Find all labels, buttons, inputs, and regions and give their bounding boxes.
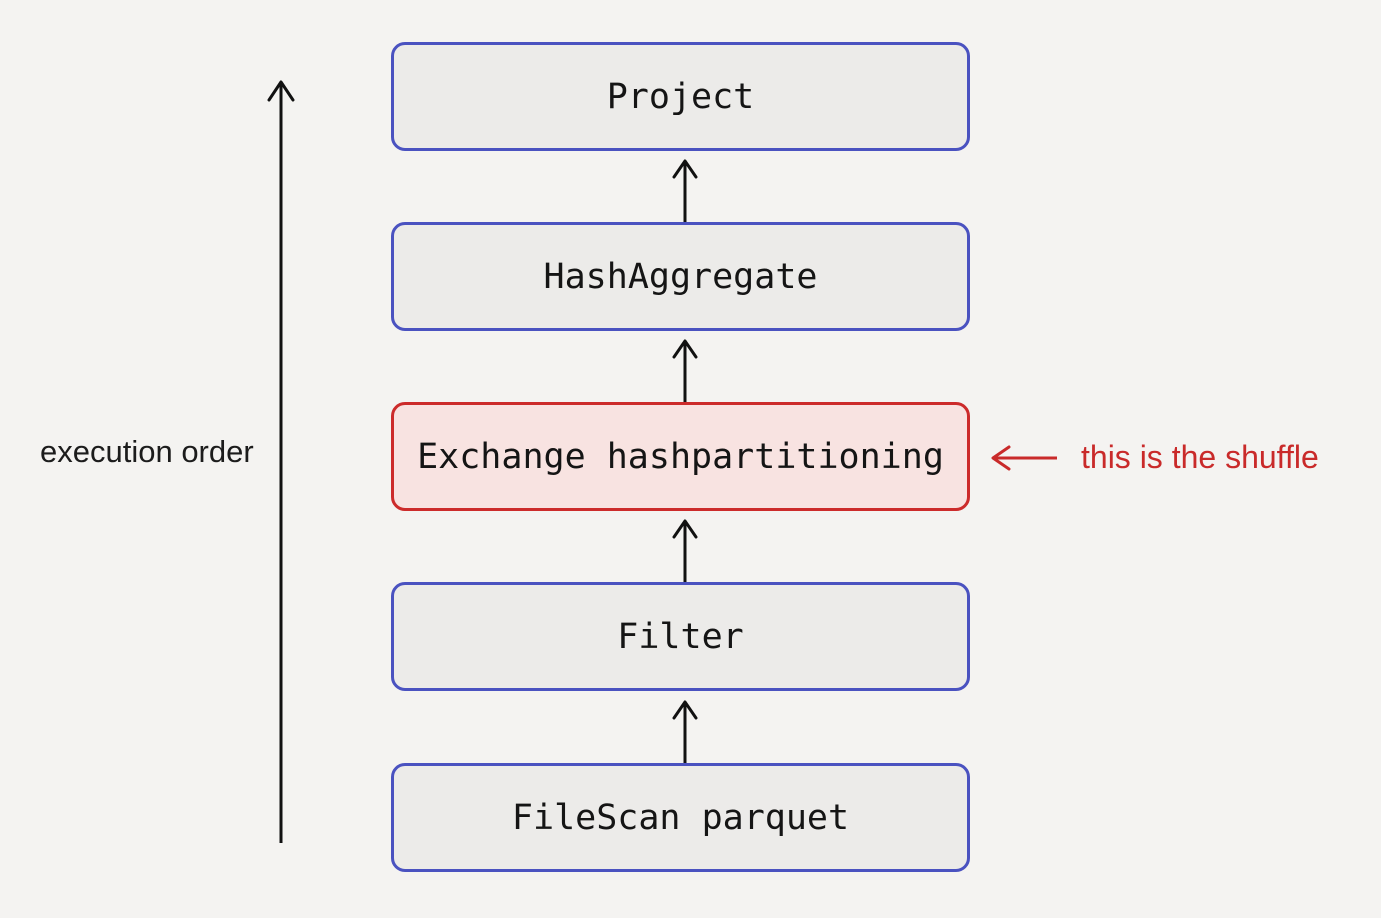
shuffle-annotation-label: this is the shuffle [1081, 439, 1319, 475]
arrow-filter-to-exchange [672, 519, 698, 582]
stage-exchange-hashpartitioning: Exchange hashpartitioning [391, 402, 970, 511]
stage-filescan-parquet: FileScan parquet [391, 763, 970, 872]
shuffle-annotation-arrow [991, 445, 1057, 471]
arrow-hashaggregate-to-project [672, 159, 698, 222]
stage-hash-aggregate: HashAggregate [391, 222, 970, 331]
arrow-exchange-to-hashaggregate [672, 339, 698, 402]
execution-order-arrow [267, 80, 295, 843]
stage-project: Project [391, 42, 970, 151]
stage-filter: Filter [391, 582, 970, 691]
execution-order-label: execution order [40, 434, 254, 469]
arrow-filescan-to-filter [672, 700, 698, 763]
